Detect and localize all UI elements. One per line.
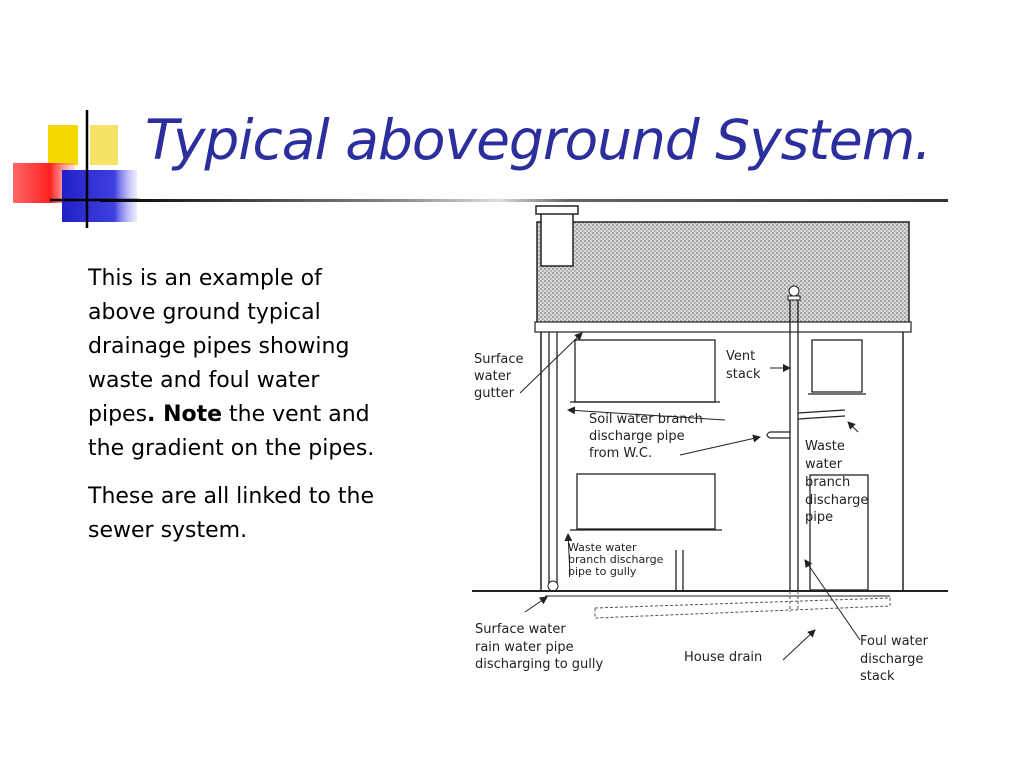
window-upper-left bbox=[574, 339, 716, 403]
paragraph-1-text: This is an example of above ground typic… bbox=[88, 266, 350, 427]
window-lower-left bbox=[576, 473, 716, 530]
window-upper-right bbox=[811, 339, 863, 393]
title-underline bbox=[100, 199, 948, 202]
label-vent-stack: Vent stack bbox=[726, 349, 761, 382]
label-surface-water-gutter: Surface water gutter bbox=[474, 352, 528, 401]
chimney bbox=[540, 211, 574, 267]
house-drain bbox=[594, 597, 891, 619]
label-waste-water-branch: Waste water branch discharge pipe bbox=[805, 439, 873, 525]
label-house-drain: House drain bbox=[684, 650, 762, 665]
roof bbox=[536, 221, 910, 325]
corner-decoration bbox=[13, 110, 140, 228]
blue-square bbox=[62, 170, 137, 222]
label-soil-water-branch: Soil water branch discharge pipe from W.… bbox=[589, 412, 707, 461]
label-surface-water-rain: Surface water rain water pipe dischargin… bbox=[475, 622, 603, 672]
label-foul-water-stack: Foul water discharge stack bbox=[860, 634, 932, 684]
paragraph-1: This is an example of above ground typic… bbox=[88, 262, 388, 466]
door bbox=[809, 474, 869, 591]
label-waste-water-gully: Waste water branch discharge pipe to gul… bbox=[568, 541, 667, 578]
yellow-square bbox=[48, 125, 78, 165]
slide-title: Typical aboveground System. bbox=[145, 108, 932, 172]
paragraph-2: These are all linked to the sewer system… bbox=[88, 484, 374, 543]
drainage-diagram: Surface water gutter Vent stack Soil wat… bbox=[472, 205, 948, 684]
note-emphasis: . Note bbox=[147, 402, 223, 427]
body-text: This is an example of above ground typic… bbox=[88, 262, 388, 562]
gutter bbox=[534, 321, 912, 333]
paragraph-1-tail: the vent and the gradient on the pipes. bbox=[88, 402, 375, 461]
